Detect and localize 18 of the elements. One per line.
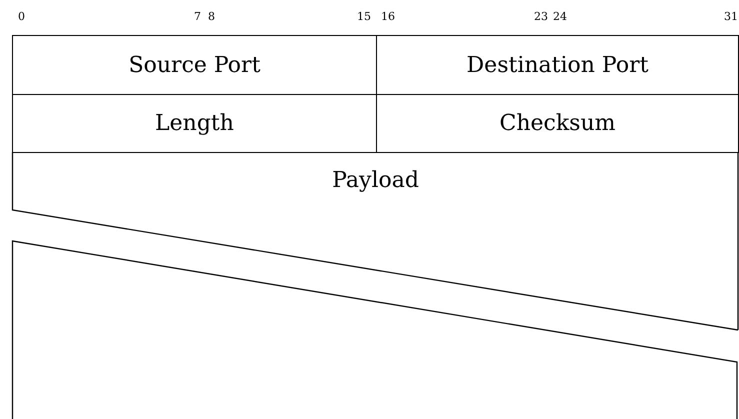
field-label: Destination Port: [466, 52, 648, 78]
header-field: [376, 94, 739, 153]
bit-number: 15: [357, 10, 371, 23]
bit-number: 23: [534, 10, 548, 23]
field-label: Source Port: [128, 52, 260, 78]
header-field: [12, 94, 377, 153]
bit-number: 0: [18, 10, 25, 23]
bit-number: 31: [724, 10, 738, 23]
header-field: [376, 35, 739, 95]
header-field: [12, 35, 377, 95]
bit-number: 7: [194, 10, 201, 23]
bit-number: 24: [553, 10, 567, 23]
bit-number: 8: [208, 10, 215, 23]
field-label: Payload: [331, 168, 420, 193]
bit-number: 16: [381, 10, 395, 23]
field-label: Checksum: [500, 111, 616, 136]
field-label: Length: [155, 111, 234, 136]
payload-field: [12, 152, 739, 332]
